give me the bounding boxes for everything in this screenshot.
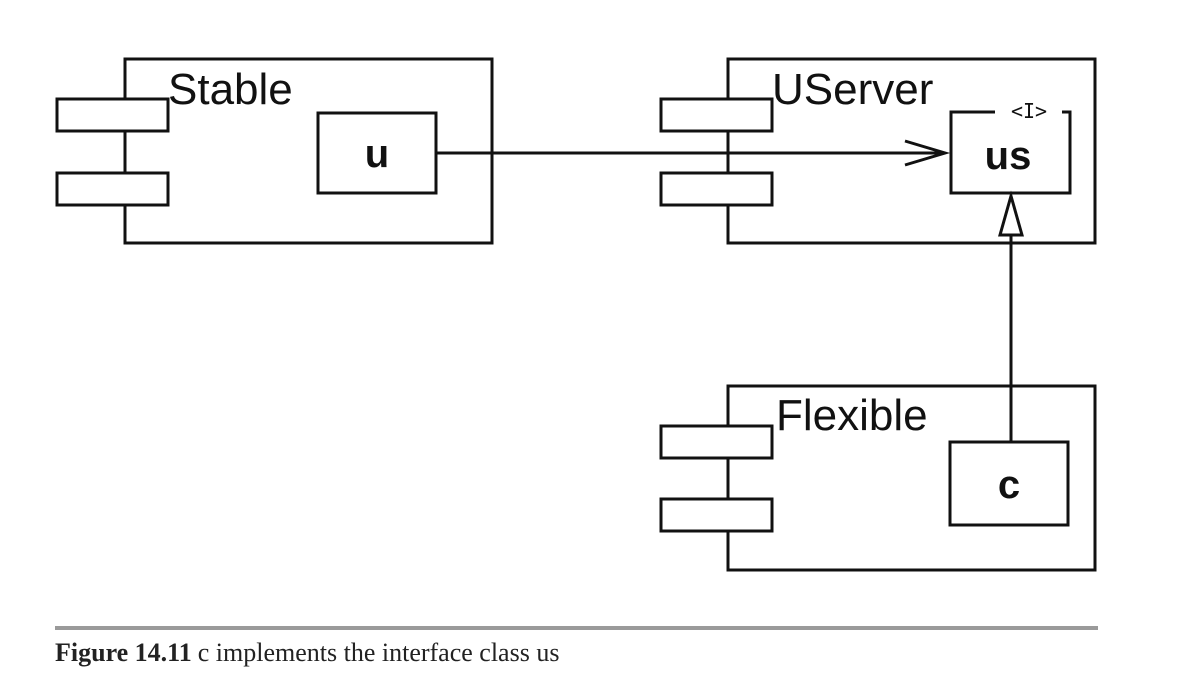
component-userver-body: [726, 57, 1097, 245]
component-flexible-title: Flexible: [776, 391, 928, 440]
component-userver-title: UServer: [772, 65, 933, 114]
component-userver-port-top: [659, 97, 774, 133]
class-c-label: c: [998, 463, 1020, 507]
caption-divider: [55, 626, 1098, 630]
realization-arrow-c-to-us: [998, 190, 1024, 442]
class-us-stereotype: <I>: [1011, 99, 1047, 123]
figure-number: Figure 14.11: [55, 638, 192, 667]
dependency-arrow-u-to-us: [436, 139, 951, 167]
class-u-label: u: [365, 132, 389, 176]
component-stable: Stable u: [55, 57, 494, 245]
component-flexible-port-top: [659, 424, 774, 460]
figure-caption-text: c implements the interface class us: [197, 638, 560, 667]
dependency-open-arrowhead: [904, 139, 951, 167]
class-u-box: [316, 111, 438, 195]
component-userver-port-bottom: [659, 171, 774, 207]
class-c-box: [948, 440, 1070, 527]
component-stable-title: Stable: [168, 65, 293, 114]
component-diagram: Stable u UServer <I> us Flexible c: [55, 57, 1097, 572]
component-stable-port-top: [55, 97, 170, 133]
class-us-label: us: [985, 134, 1032, 178]
component-stable-port-bottom: [55, 171, 170, 207]
component-flexible-port-bottom: [659, 497, 774, 533]
component-userver: UServer <I> us: [659, 57, 1097, 245]
realization-hollow-arrowhead: [998, 190, 1024, 237]
component-flexible: Flexible c: [659, 384, 1097, 572]
